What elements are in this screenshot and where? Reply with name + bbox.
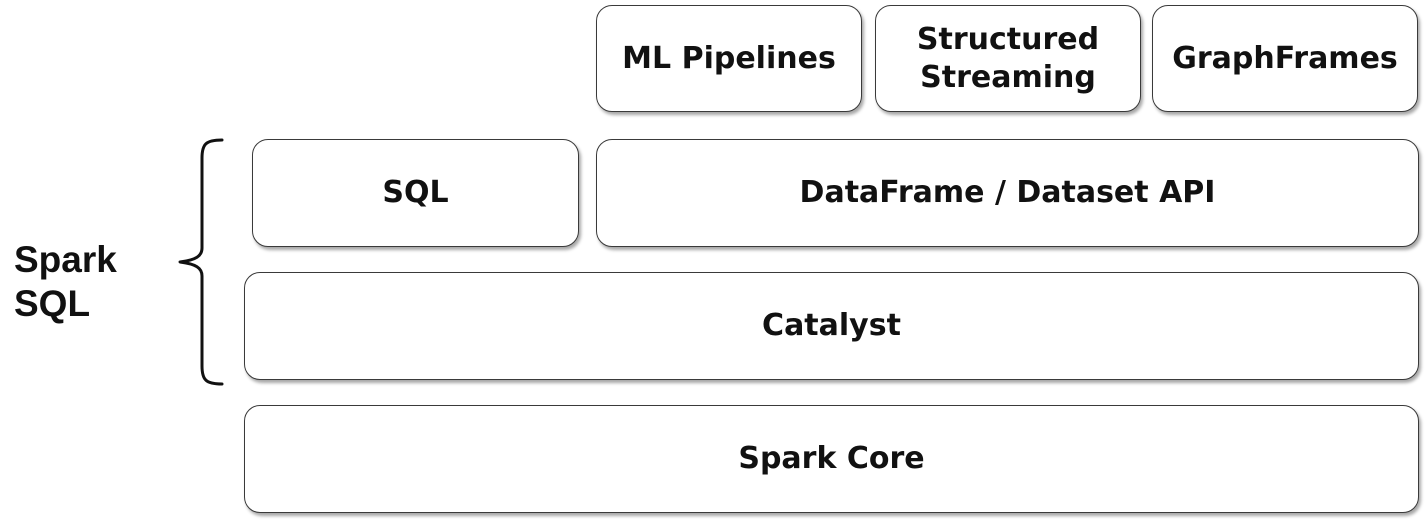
spark-core-label: Spark Core: [738, 441, 925, 477]
curly-brace-icon: [178, 138, 224, 386]
catalyst-label: Catalyst: [762, 308, 901, 344]
graphframes-box: GraphFrames: [1152, 5, 1418, 112]
structured-streaming-box: Structured Streaming: [875, 5, 1141, 112]
graphframes-label: GraphFrames: [1172, 40, 1398, 76]
structured-streaming-label: Structured Streaming: [916, 22, 1100, 95]
spark-sql-label: Spark SQL: [14, 239, 117, 324]
catalyst-box: Catalyst: [244, 272, 1419, 380]
sql-box: SQL: [252, 139, 579, 247]
dataframe-dataset-api-label: DataFrame / Dataset API: [799, 175, 1216, 211]
sql-label: SQL: [382, 175, 449, 211]
ml-pipelines-label: ML Pipelines: [622, 40, 836, 76]
spark-core-box: Spark Core: [244, 405, 1419, 513]
ml-pipelines-box: ML Pipelines: [596, 5, 862, 112]
dataframe-dataset-api-box: DataFrame / Dataset API: [596, 139, 1419, 247]
